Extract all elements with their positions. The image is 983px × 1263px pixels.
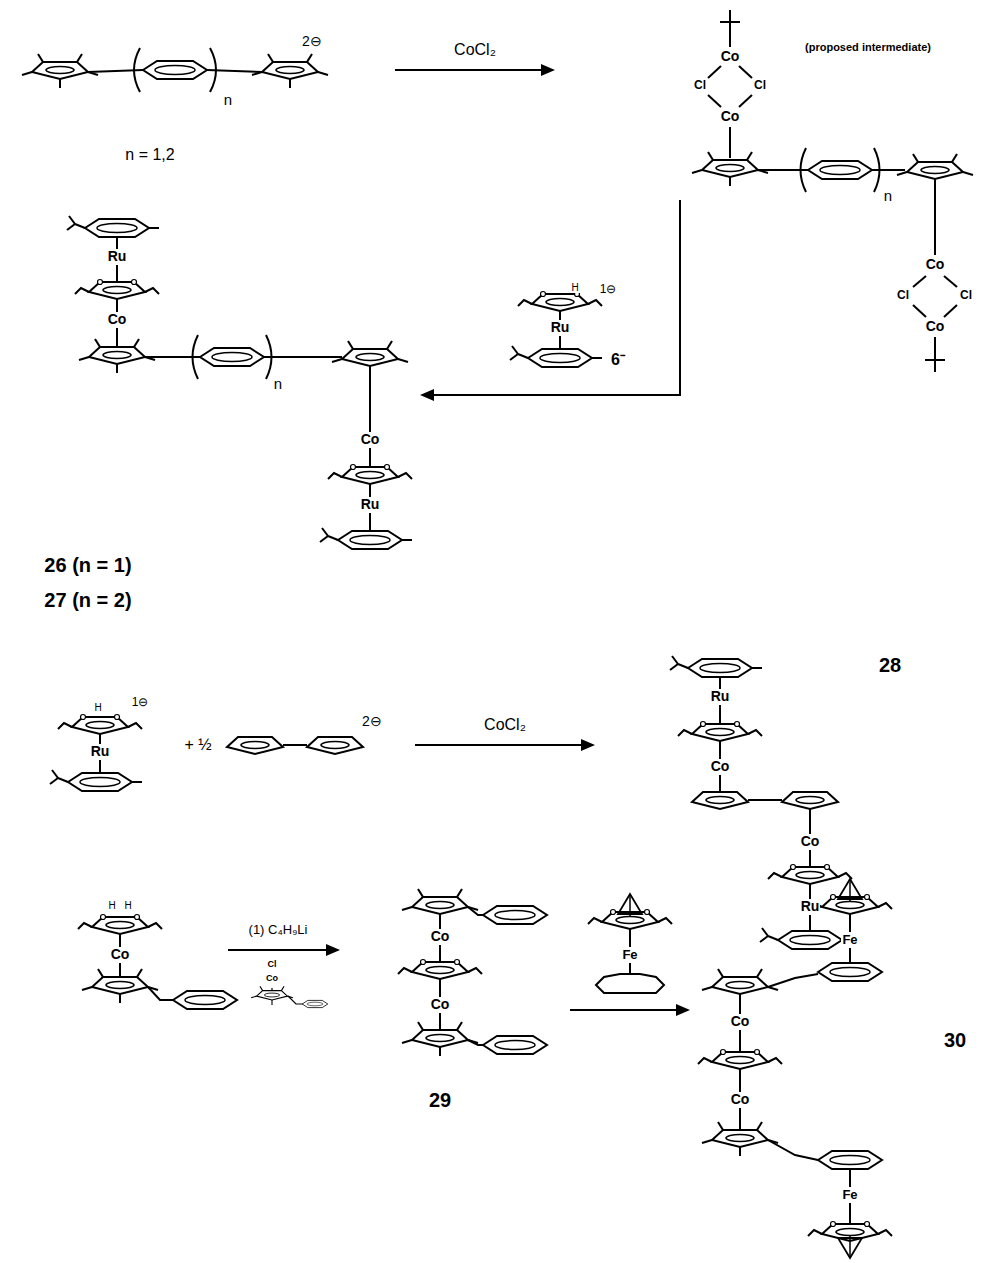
metal-symbol: Fe: [841, 1188, 858, 1202]
compound-number: 27 (n = 2): [43, 589, 132, 611]
atom-symbol: H: [107, 900, 116, 911]
metal-symbol: Ru: [107, 249, 128, 264]
charge: 1⊖: [131, 696, 150, 709]
metal-symbol: Co: [730, 1092, 751, 1107]
subscript-n: n: [223, 92, 233, 109]
compound-number: 6⁻: [610, 351, 626, 369]
metal-symbol: Co: [710, 759, 731, 774]
metal-symbol: Ru: [710, 689, 731, 704]
reagent-label: CoCl₂: [453, 41, 497, 59]
charge: 2⊖: [301, 34, 323, 49]
atom-symbol: Cl: [753, 79, 767, 92]
metal-symbol: Co: [720, 49, 741, 64]
compound-number: 30: [943, 1029, 967, 1051]
compound-number: 28: [878, 654, 902, 676]
metal-symbol: Co: [107, 312, 128, 327]
metal-symbol: Co: [925, 257, 946, 272]
metal-symbol: Co: [265, 974, 279, 984]
metal-symbol: Co: [430, 997, 451, 1012]
charge: 1⊖: [599, 283, 618, 296]
metal-symbol: Fe: [841, 933, 858, 947]
atom-symbol: H: [123, 900, 132, 911]
subscript-n: n: [273, 376, 283, 393]
atom-symbol: Cl: [267, 960, 278, 970]
metal-symbol: Co: [800, 834, 821, 849]
metal-symbol: Ru: [800, 899, 821, 914]
atom-symbol: H: [570, 282, 579, 293]
reagent-label: CoCl₂: [483, 716, 527, 734]
atom-symbol: Cl: [959, 289, 973, 302]
metal-symbol: Ru: [90, 744, 111, 759]
note-text: (proposed intermediate): [804, 41, 932, 53]
metal-symbol: Co: [730, 1014, 751, 1029]
metal-symbol: Ru: [360, 497, 381, 512]
atom-symbol: Cl: [693, 79, 707, 92]
metal-symbol: Fe: [621, 948, 638, 962]
compound-number: 29: [428, 1089, 452, 1111]
metal-symbol: Co: [925, 319, 946, 334]
metal-symbol: Co: [430, 929, 451, 944]
charge: 2⊖: [361, 714, 383, 729]
metal-symbol: Ru: [550, 320, 571, 335]
compound-number: 26 (n = 1): [43, 554, 132, 576]
condition-text: n = 1,2: [124, 146, 175, 164]
atom-symbol: H: [93, 702, 102, 713]
atom-symbol: Cl: [896, 289, 910, 302]
metal-symbol: Co: [720, 109, 741, 124]
reagent-label: (1) C₄H₉Li: [248, 923, 309, 937]
metal-symbol: Co: [360, 432, 381, 447]
metal-symbol: Co: [110, 947, 131, 962]
stoichiometry: + ½: [183, 736, 212, 754]
subscript-n: n: [883, 188, 893, 205]
